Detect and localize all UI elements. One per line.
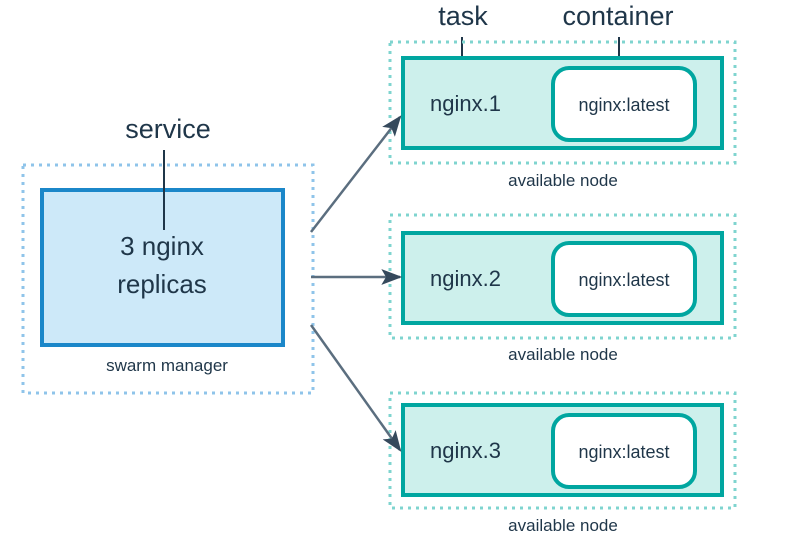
available-node-1: nginx.1 nginx:latest available node [388,40,737,190]
available-node-3: nginx.3 nginx:latest available node [388,391,737,535]
node-1-container-label: nginx:latest [578,95,669,115]
service-box-label-line2: replicas [117,269,207,299]
node-2-container-box[interactable] [551,241,697,317]
swarm-manager-group: 3 nginx replicas swarm manager [21,163,315,395]
node-1-container-box[interactable] [551,66,697,142]
available-node-2: nginx.2 nginx:latest available node [388,213,737,364]
service-box[interactable] [40,188,285,347]
arrow-manager-to-node-3 [309,324,402,452]
node-1-caption: available node [508,171,618,190]
node-3-container-box[interactable] [551,413,697,489]
service-annotation-label: service [125,114,211,144]
swarm-manager-dashed-boundary [21,163,315,395]
task-annotation-label: task [438,1,488,31]
arrow-group [309,115,403,452]
service-annotation: service [125,114,211,230]
node-2-task-label: nginx.2 [430,266,501,291]
swarm-manager-caption: swarm manager [106,356,228,375]
node-3-dashed-boundary [388,391,737,510]
node-3-caption: available node [508,516,618,535]
arrow-manager-to-node-1 [310,115,402,233]
container-annotation-label: container [562,1,673,31]
node-3-container-label: nginx:latest [578,442,669,462]
node-2-container-label: nginx:latest [578,270,669,290]
node-2-caption: available node [508,345,618,364]
service-box-label-line1: 3 nginx [120,231,204,261]
node-3-task-label: nginx.3 [430,438,501,463]
node-1-task-label: nginx.1 [430,91,501,116]
